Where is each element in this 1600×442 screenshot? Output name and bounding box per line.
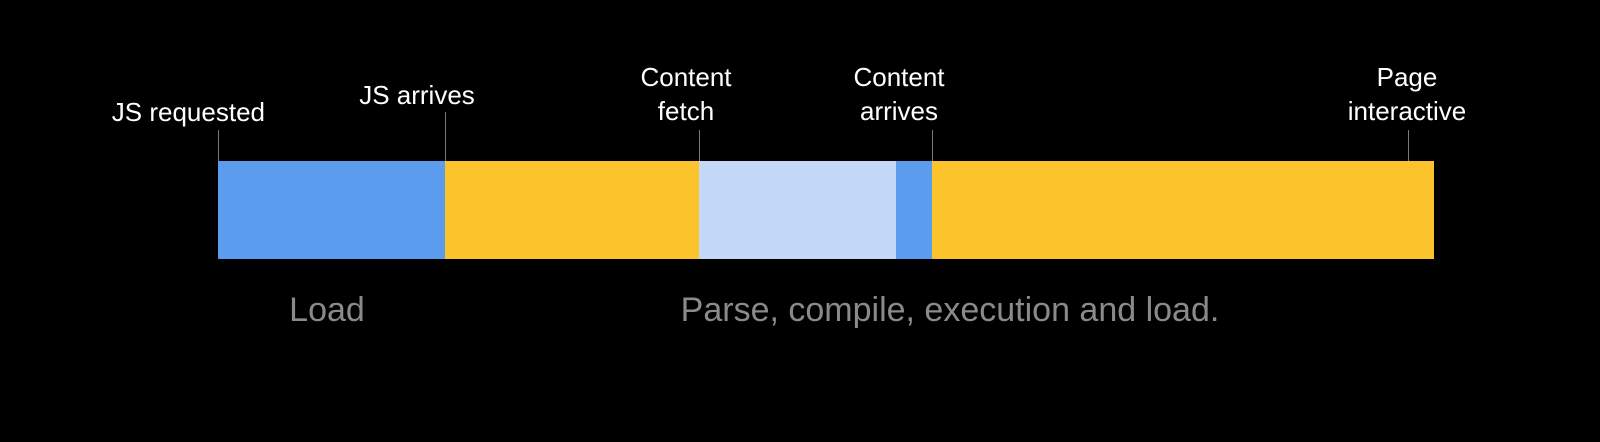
tick-content-fetch [699,130,700,161]
milestone-label-line: JS arrives [359,80,475,110]
bar-segment-content-download [896,161,932,259]
milestone-label-line: JS requested [111,97,265,127]
milestone-label-line: Content [853,62,945,92]
milestone-label-js-requested: JS requested [112,95,265,129]
tick-page-interactive [1408,130,1409,161]
phase-caption-load: Load [289,291,365,329]
milestone-label-line: arrives [859,96,939,126]
phase-caption-execute: Parse, compile, execution and load. [680,291,1220,329]
bar-segment-js-parse-compile [445,161,699,259]
milestone-label-line: Content [640,62,732,92]
milestone-label-content-arrives: Content arrives [853,60,944,128]
bar-segment-content-execute [932,161,1434,259]
milestone-label-page-interactive: Page interactive [1348,60,1467,128]
milestone-label-content-fetch: Content fetch [640,60,731,128]
tick-js-requested [218,130,219,161]
milestone-label-js-arrives: JS arrives [359,78,475,112]
milestone-label-line: fetch [657,96,715,126]
milestone-label-line: interactive [1347,96,1467,126]
timeline-bar [218,161,1434,259]
bar-segment-js-download [218,161,445,259]
bar-segment-content-fetch [699,161,896,259]
milestone-label-line: Page [1376,62,1438,92]
tick-content-arrives [932,130,933,161]
tick-js-arrives [445,112,446,161]
